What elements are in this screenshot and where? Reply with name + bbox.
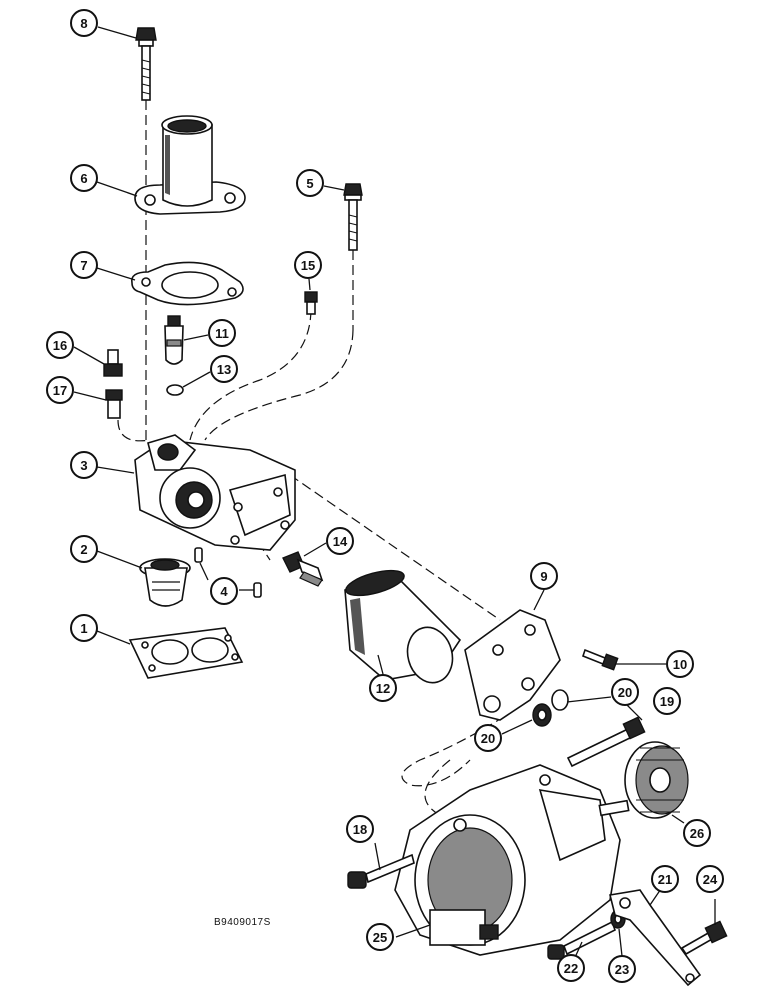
callout-11: 11	[208, 319, 236, 347]
svg-text:18: 18	[353, 822, 367, 837]
svg-text:24: 24	[703, 872, 718, 887]
bolt-part-24	[680, 920, 728, 956]
callout-25: 25	[366, 923, 394, 951]
callout-17: 17	[46, 376, 74, 404]
callout-14: 14	[326, 527, 354, 555]
svg-text:10: 10	[673, 657, 687, 672]
svg-text:25: 25	[373, 930, 387, 945]
bolt-part-8	[135, 27, 157, 101]
callout-19: 18	[346, 815, 374, 843]
bolt-part-10	[582, 648, 619, 671]
filter-part-12	[344, 569, 462, 684]
dowel-pins-part-4	[194, 547, 262, 598]
sensor-part-11	[164, 315, 184, 365]
gasket-part-1	[128, 627, 244, 679]
callout-23: 23	[608, 955, 636, 983]
svg-text:23: 23	[615, 962, 629, 977]
svg-text:22: 22	[564, 961, 578, 976]
svg-text:5: 5	[306, 176, 313, 191]
svg-text:9: 9	[540, 569, 547, 584]
svg-text:4: 4	[220, 584, 228, 599]
svg-text:20: 20	[481, 731, 495, 746]
svg-text:13: 13	[217, 362, 231, 377]
callout-13: 13	[210, 355, 238, 383]
callout-15: 15	[294, 251, 322, 279]
fitting-part-16	[103, 349, 123, 377]
callout-4: 4	[210, 577, 238, 605]
callout-12: 12	[369, 674, 397, 702]
svg-text:16: 16	[53, 338, 67, 353]
spacers-part-20	[532, 689, 569, 727]
svg-text:6: 6	[80, 171, 87, 186]
svg-text:26: 26	[690, 826, 704, 841]
callout-20-upper: 20	[611, 678, 639, 706]
callout-22: 22	[557, 954, 585, 982]
o-ring-part-13	[166, 384, 184, 396]
gasket-part-7	[131, 261, 244, 306]
fitting-part-14	[282, 551, 324, 587]
svg-text:17: 17	[53, 383, 67, 398]
callout-24: 24	[696, 865, 724, 893]
bolt-part-18	[566, 716, 646, 768]
svg-text:12: 12	[376, 681, 390, 696]
svg-text:21: 21	[658, 872, 672, 887]
svg-text:14: 14	[333, 534, 348, 549]
bracket-part-9	[464, 609, 561, 721]
plug-part-15	[304, 291, 318, 315]
bolt-part-19	[347, 853, 415, 889]
svg-text:19: 19	[660, 694, 674, 709]
callout-20-lower: 20	[474, 724, 502, 752]
pulley-part-26	[624, 741, 689, 819]
leader-lines	[73, 26, 716, 965]
svg-text:11: 11	[215, 326, 229, 341]
strap-part-21	[609, 889, 702, 987]
callout-7: 7	[70, 251, 98, 279]
callout-3: 3	[70, 451, 98, 479]
callout-5: 5	[296, 169, 324, 197]
callout-6: 6	[70, 164, 98, 192]
svg-text:8: 8	[80, 16, 87, 31]
callout-9: 9	[530, 562, 558, 590]
svg-text:20: 20	[618, 685, 632, 700]
bolt-part-5	[343, 183, 363, 251]
alternator-part-25	[394, 764, 630, 956]
svg-text:2: 2	[80, 542, 87, 557]
thermostat-part-2	[139, 558, 191, 607]
svg-text:1: 1	[80, 621, 87, 636]
svg-text:3: 3	[80, 458, 87, 473]
svg-text:7: 7	[80, 258, 87, 273]
figure-code: B9409017S	[214, 917, 271, 928]
svg-text:15: 15	[301, 258, 315, 273]
callout-26: 26	[683, 819, 711, 847]
callout-18: 19	[653, 687, 681, 715]
callout-8: 8	[70, 9, 98, 37]
water-outlet-part-6	[134, 115, 246, 215]
bolt-part-22	[547, 920, 617, 960]
callout-2: 2	[70, 535, 98, 563]
callout-21: 21	[651, 865, 679, 893]
callout-10: 10	[666, 650, 694, 678]
callout-16: 16	[46, 331, 74, 359]
callout-1: 1	[70, 614, 98, 642]
fitting-part-17	[105, 389, 123, 419]
thermostat-housing-part-3	[134, 434, 296, 551]
